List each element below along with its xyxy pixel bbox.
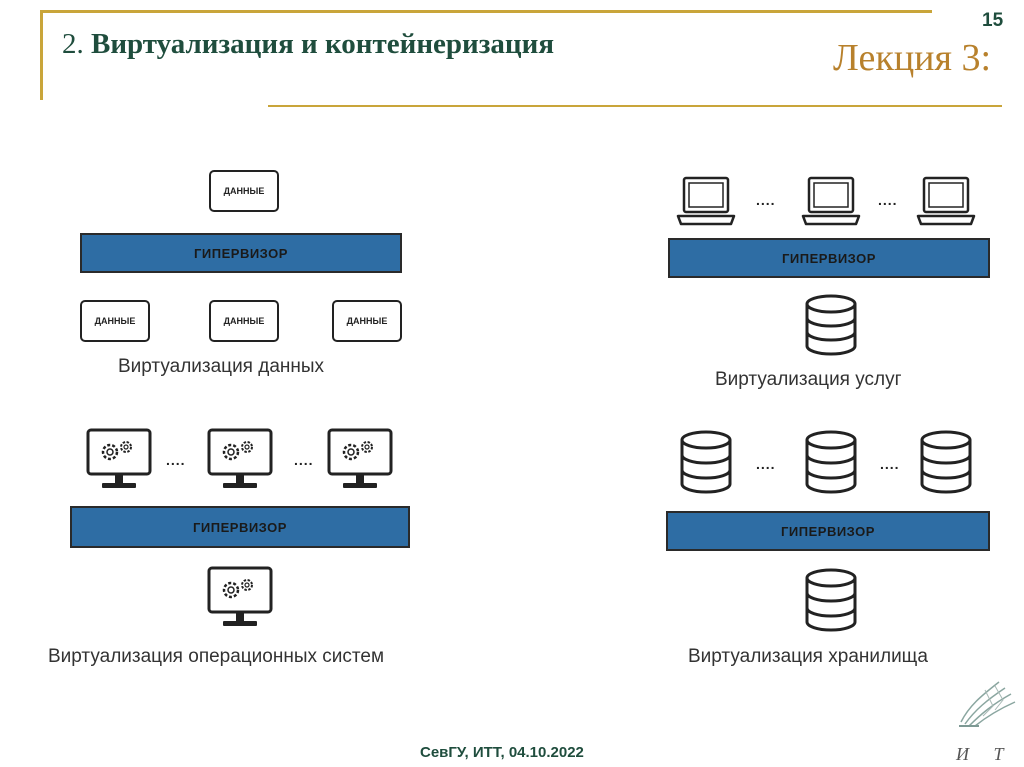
- lecture-label: Лекция 3:: [833, 37, 992, 79]
- caption-service-virtualization: Виртуализация услуг: [715, 369, 902, 390]
- laptop-icon: [916, 176, 976, 226]
- database-icon: [805, 294, 857, 356]
- monitor-gears-icon: [327, 428, 393, 488]
- data-box-3: ДАННЫЕ: [332, 300, 402, 342]
- hypervisor-bar-os: ГИПЕРВИЗОР: [70, 506, 410, 548]
- slide-title: 2. Виртуализация и контейнеризация: [62, 28, 554, 61]
- data-box-top: ДАННЫЕ: [209, 170, 279, 212]
- database-icon: [680, 430, 732, 494]
- data-box-1: ДАННЫЕ: [80, 300, 150, 342]
- monitor-gears-icon: [207, 566, 273, 626]
- page-number: 15: [982, 10, 1004, 31]
- monitor-gears-icon: [207, 428, 273, 488]
- dots-os-1: ....: [166, 452, 186, 468]
- hypervisor-bar-service: ГИПЕРВИЗОР: [668, 238, 990, 278]
- database-icon: [805, 568, 857, 632]
- footer-logo-letters: И Т Т: [956, 744, 1024, 764]
- footer-text: СевГУ, ИТТ, 04.10.2022: [420, 744, 584, 761]
- dots-service-1: ....: [756, 192, 776, 208]
- caption-os-virtualization: Виртуализация операционных систем: [48, 646, 385, 667]
- dots-service-2: ....: [878, 192, 898, 208]
- frame-left-line: [40, 10, 43, 100]
- hypervisor-bar-data: ГИПЕРВИЗОР: [80, 233, 402, 273]
- monitor-gears-icon: [86, 428, 152, 488]
- database-icon: [805, 430, 857, 494]
- dots-storage-2: ....: [880, 456, 900, 472]
- laptop-icon: [801, 176, 861, 226]
- title-number: 2.: [62, 28, 84, 60]
- dots-storage-1: ....: [756, 456, 776, 472]
- dots-os-2: ....: [294, 452, 314, 468]
- caption-data-virtualization: Виртуализация данных: [118, 356, 325, 377]
- frame-top-line: [40, 10, 932, 13]
- data-box-2: ДАННЫЕ: [209, 300, 279, 342]
- laptop-icon: [676, 176, 736, 226]
- hypervisor-bar-storage: ГИПЕРВИЗОР: [666, 511, 990, 551]
- title-text: Виртуализация и контейнеризация: [91, 28, 555, 60]
- database-icon: [920, 430, 972, 494]
- university-logo-icon: [959, 681, 1016, 727]
- caption-storage-virtualization: Виртуализация хранилища: [688, 646, 928, 667]
- frame-underline: [268, 105, 1002, 107]
